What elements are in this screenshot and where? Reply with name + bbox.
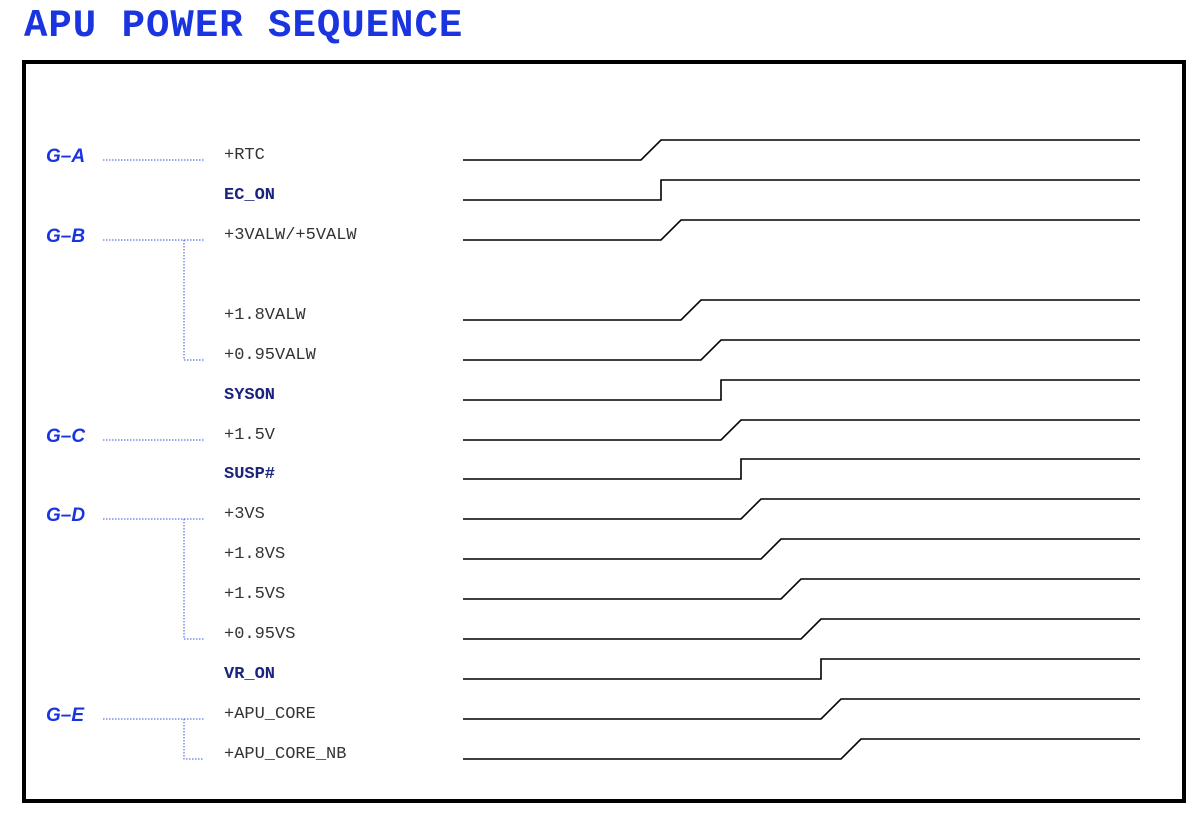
signal-label: SYSON xyxy=(224,386,275,405)
signal-waveform xyxy=(463,379,1140,401)
signal-waveform xyxy=(463,458,1140,480)
signal-waveform xyxy=(463,179,1140,201)
signal-waveform xyxy=(463,658,1140,680)
group-label: G–D xyxy=(46,505,85,526)
signal-label: +1.8VS xyxy=(224,545,285,564)
group-label: G–E xyxy=(46,705,85,726)
signal-label: +APU_CORE_NB xyxy=(224,745,346,764)
signal-label: +3VS xyxy=(224,505,265,524)
signal-label: VR_ON xyxy=(224,665,275,684)
signal-label: +0.95VS xyxy=(224,625,295,644)
signal-label: +3VALW/+5VALW xyxy=(224,226,357,245)
page-title: APU POWER SEQUENCE xyxy=(24,4,464,48)
signal-waveform xyxy=(463,339,1140,361)
signal-waveform xyxy=(463,419,1140,441)
signal-label: +0.95VALW xyxy=(224,346,317,365)
signal-waveform xyxy=(463,299,1140,321)
signal-label: SUSP# xyxy=(224,465,275,484)
signal-waveform xyxy=(463,618,1140,640)
signal-waveform xyxy=(463,738,1140,760)
group-bracket xyxy=(183,519,204,640)
signal-waveform xyxy=(463,578,1140,600)
group-label: G–C xyxy=(46,426,85,447)
signal-label: +1.8VALW xyxy=(224,306,306,325)
group-label: G–B xyxy=(46,226,85,247)
signal-label: +1.5VS xyxy=(224,585,285,604)
group-bracket xyxy=(183,719,204,760)
signal-label: EC_ON xyxy=(224,186,275,205)
signal-waveform xyxy=(463,538,1140,560)
group-bracket xyxy=(183,240,204,361)
signal-label: +APU_CORE xyxy=(224,705,316,724)
group-label: G–A xyxy=(46,146,85,167)
signal-waveform xyxy=(463,139,1140,161)
signal-waveform xyxy=(463,219,1140,241)
signal-waveform xyxy=(463,498,1140,520)
signal-label: +1.5V xyxy=(224,426,276,445)
signal-waveform xyxy=(463,698,1140,720)
signal-label: +RTC xyxy=(224,146,265,165)
